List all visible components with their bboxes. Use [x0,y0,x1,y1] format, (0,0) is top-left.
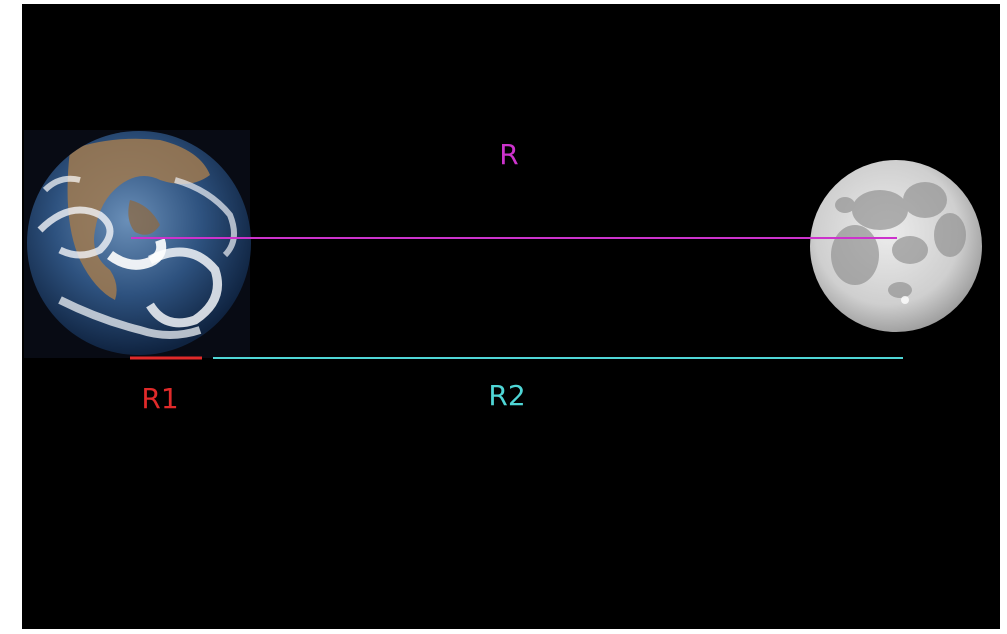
moon-icon [810,160,982,332]
r2-label: R2 [488,379,525,412]
r1-label: R1 [141,382,178,415]
earth-icon [24,130,251,358]
r-label: R [499,138,518,171]
